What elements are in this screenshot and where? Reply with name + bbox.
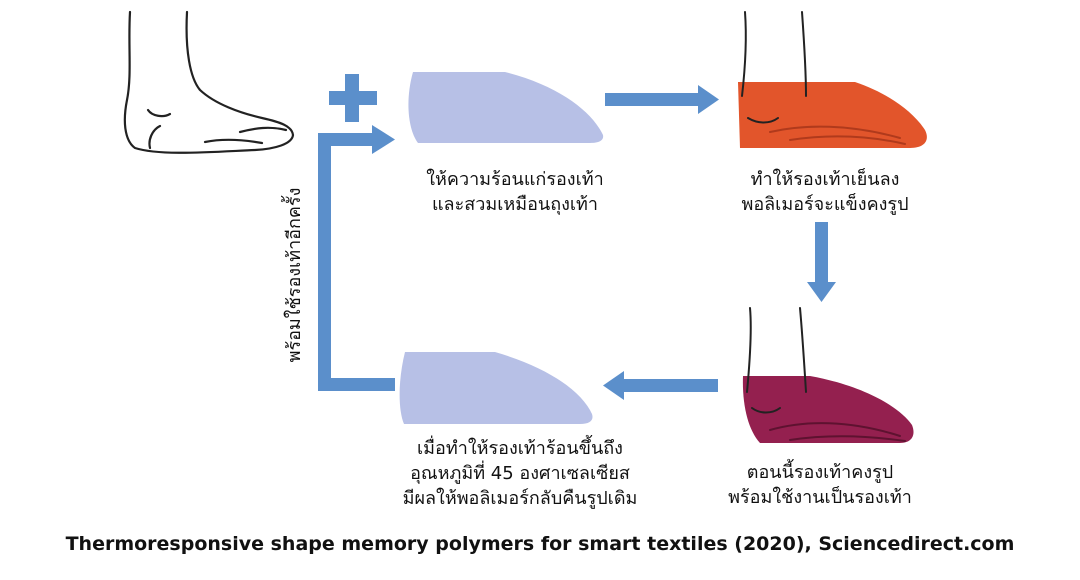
arrow-down bbox=[807, 222, 836, 302]
plus-icon bbox=[329, 74, 377, 122]
heated-shoe-illustration bbox=[738, 11, 927, 148]
caption-cool-step: ทำให้รองเท้าเย็นลง พอลิเมอร์จะแข็งคงรูป bbox=[700, 167, 950, 217]
side-label: พร้อมใช้รองเท้าอีกครั้ง bbox=[284, 187, 305, 363]
caption-ready-line2: พร้อมใช้งานเป็นรองเท้า bbox=[728, 487, 912, 508]
soft-shoe-bottom bbox=[399, 352, 593, 424]
caption-return-step: เมื่อทำให้รองเท้าร้อนขึ้นถึง อุณหภูมิที่… bbox=[355, 436, 685, 511]
loop-arrow bbox=[318, 125, 395, 391]
caption-heat-line1: ให้ความร้อนแก่รองเท้า bbox=[426, 169, 604, 190]
caption-return-line2: อุณหภูมิที่ 45 องศาเซลเซียส bbox=[410, 463, 630, 484]
caption-heat-line2: และสวมเหมือนถุงเท้า bbox=[431, 194, 599, 215]
source-citation: Thermoresponsive shape memory polymers f… bbox=[65, 533, 1015, 555]
caption-return-line1: เมื่อทำให้รองเท้าร้อนขึ้นถึง bbox=[417, 438, 623, 459]
caption-heat-step: ให้ความร้อนแก่รองเท้า และสวมเหมือนถุงเท้… bbox=[390, 167, 640, 217]
caption-cool-line2: พอลิเมอร์จะแข็งคงรูป bbox=[741, 194, 909, 215]
caption-return-line3: มีผลให้พอลิเมอร์กลับคืนรูปเดิม bbox=[402, 488, 638, 509]
caption-cool-line1: ทำให้รองเท้าเย็นลง bbox=[750, 169, 900, 190]
arrow-left-bottom bbox=[603, 371, 718, 400]
caption-ready-step: ตอนนี้รองเท้าคงรูป พร้อมใช้งานเป็นรองเท้… bbox=[690, 460, 950, 510]
caption-ready-line1: ตอนนี้รองเท้าคงรูป bbox=[746, 462, 894, 483]
bare-foot-illustration bbox=[123, 10, 295, 154]
arrow-right-top bbox=[605, 85, 719, 114]
soft-shoe-top bbox=[408, 72, 604, 143]
set-shoe-illustration bbox=[742, 307, 914, 443]
side-label-wrapper: พร้อมใช้รองเท้าอีกครั้ง bbox=[280, 150, 310, 400]
